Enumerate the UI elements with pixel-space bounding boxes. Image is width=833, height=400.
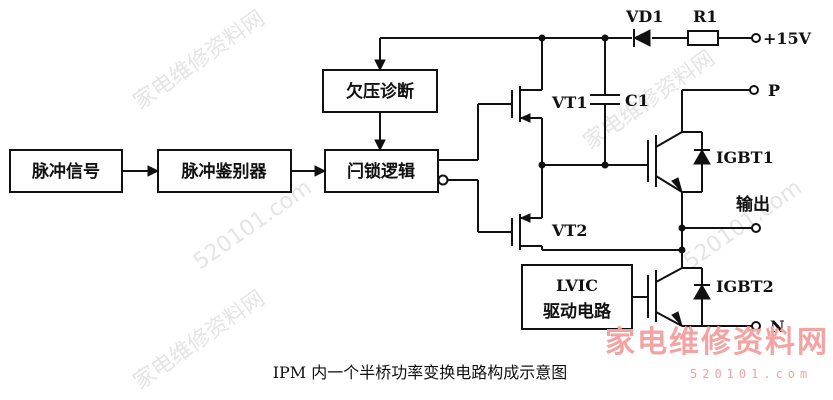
igbt2-label: IGBT2 <box>716 277 774 296</box>
block-pulse-discriminator: 脉冲鉴别器 <box>157 149 292 193</box>
block-undervoltage-diagnosis-label: 欠压诊断 <box>346 81 414 102</box>
watermark-text: 家电维修资料网 <box>579 46 720 155</box>
block-undervoltage-diagnosis: 欠压诊断 <box>322 69 438 113</box>
c1-label: C1 <box>625 91 649 110</box>
terminal-plus15v: +15V <box>751 29 812 48</box>
r1-label: R1 <box>693 7 717 26</box>
transistor-vt2: VT2 <box>511 165 587 250</box>
terminal-plus15v-label: +15V <box>763 29 812 48</box>
block-lvic-label-line1: LVIC <box>556 276 598 295</box>
terminal-n-label: N <box>770 317 785 336</box>
signal-arrows <box>122 38 386 177</box>
site-watermark-name: 家电维修资料网 <box>605 325 829 360</box>
terminal-p: P <box>749 81 780 100</box>
diagram-caption: IPM 内一个半桥功率变换电路构成示意图 <box>273 363 568 382</box>
vd1-label: VD1 <box>625 7 663 26</box>
site-watermark: 家电维修资料网 520101.com <box>605 325 829 381</box>
latch-outputs <box>437 103 512 233</box>
capacitor-c1: C1 <box>590 38 649 165</box>
vt2-label: VT2 <box>551 221 587 240</box>
site-watermark-url: 520101.com <box>690 367 812 381</box>
watermark-text: 家电维修资料网 <box>129 6 270 115</box>
terminal-n: N <box>751 317 785 336</box>
vt1-label: VT1 <box>551 93 587 112</box>
igbt1-label: IGBT1 <box>716 148 774 167</box>
diode-vd1: VD1 <box>625 7 663 47</box>
terminal-p-label: P <box>768 81 780 100</box>
block-pulse-signal-label: 脉冲信号 <box>31 161 100 182</box>
block-pulse-signal: 脉冲信号 <box>9 149 123 193</box>
block-pulse-discriminator-label: 脉冲鉴别器 <box>181 161 268 182</box>
terminal-output: 输出 <box>678 194 770 233</box>
gate-drive-wire <box>538 161 686 254</box>
block-lvic-driver: LVIC 驱动电路 <box>521 264 633 330</box>
resistor-r1: R1 <box>687 7 719 46</box>
terminal-output-label: 输出 <box>736 194 770 215</box>
igbt-igbt2: IGBT2 <box>632 250 774 327</box>
transistor-vt1: VT1 <box>511 38 587 165</box>
watermark-url: 520101.com <box>679 175 806 275</box>
block-latch-logic: 闩锁逻辑 <box>324 149 439 193</box>
block-lvic-label-line2: 驱动电路 <box>543 301 612 322</box>
block-latch-logic-label: 闩锁逻辑 <box>347 161 415 182</box>
igbt-igbt1: IGBT1 <box>647 89 774 250</box>
watermark-text: 家电维修资料网 <box>129 286 270 395</box>
